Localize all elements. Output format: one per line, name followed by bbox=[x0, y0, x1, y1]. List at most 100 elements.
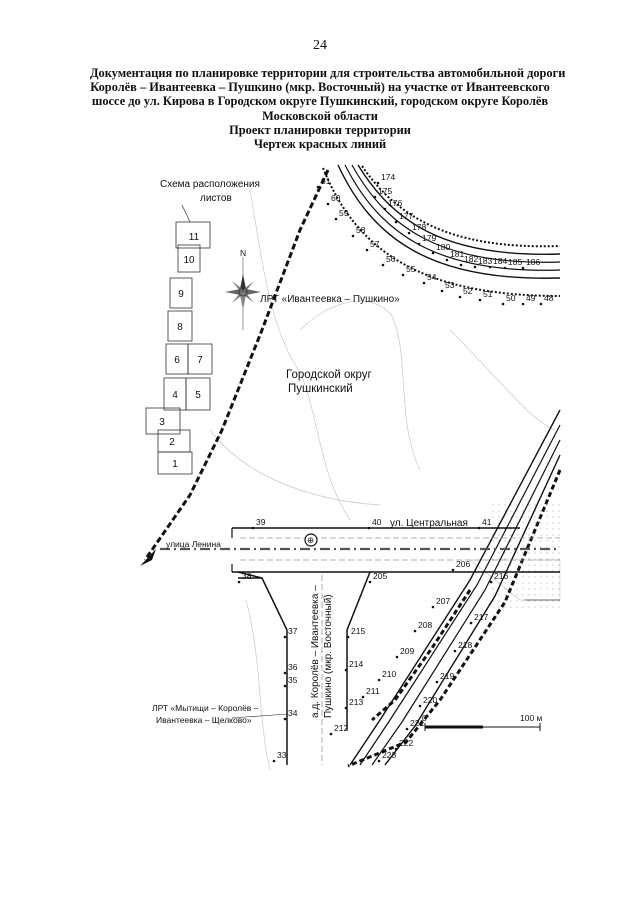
survey-point-marker bbox=[458, 295, 462, 299]
sheet-layout-scheme: Схема расположения листов 11 10 9 8 6 7 … bbox=[145, 179, 260, 475]
survey-point-marker bbox=[251, 526, 255, 530]
point-number: 58 bbox=[356, 225, 366, 235]
point-number: 35 bbox=[288, 675, 298, 685]
header-line: Чертеж красных линий bbox=[253, 137, 387, 152]
point-number: 179 bbox=[422, 233, 436, 243]
point-number: 50 bbox=[506, 293, 516, 303]
survey-point-marker bbox=[473, 265, 477, 269]
lrt-label: Ивантеевка – Щелково» bbox=[156, 715, 252, 725]
sheet-label: 10 bbox=[183, 255, 195, 266]
point-number: 209 bbox=[400, 646, 414, 656]
point-number: 207 bbox=[436, 596, 450, 606]
survey-point-marker bbox=[477, 526, 481, 530]
point-number: 213 bbox=[349, 697, 363, 707]
point-number: 216 bbox=[494, 571, 508, 581]
point-number: 208 bbox=[418, 620, 432, 630]
survey-point-marker bbox=[521, 302, 525, 306]
point-number: 183 bbox=[478, 256, 492, 266]
street-label: ул. Центральная bbox=[390, 518, 468, 529]
point-number: 221 bbox=[410, 718, 424, 728]
road-label: Пушкино (мкр. Восточный) bbox=[323, 594, 334, 718]
sheet-label: 2 bbox=[169, 437, 175, 448]
sheet-label: 11 bbox=[189, 232, 200, 243]
survey-point-marker bbox=[453, 649, 457, 653]
survey-point-marker bbox=[445, 258, 449, 262]
survey-point-marker bbox=[283, 635, 287, 639]
road-label: а.д. Королёв – Ивантеевка – bbox=[310, 585, 321, 718]
survey-point-marker bbox=[459, 263, 463, 267]
survey-point-marker bbox=[488, 265, 492, 269]
point-number: 36 bbox=[288, 662, 298, 672]
point-number: 214 bbox=[349, 659, 363, 669]
survey-point-marker bbox=[373, 195, 377, 199]
point-number: 54 bbox=[427, 272, 437, 282]
survey-point-marker bbox=[407, 231, 411, 235]
survey-point-marker bbox=[418, 704, 422, 708]
survey-point-marker bbox=[329, 732, 333, 736]
survey-point-marker bbox=[283, 717, 287, 721]
point-number: 48 bbox=[544, 293, 554, 303]
sheet-label: 4 bbox=[172, 390, 178, 401]
sheet-label: 8 bbox=[177, 322, 183, 333]
survey-point-marker bbox=[478, 298, 482, 302]
lrt-label: ЛРТ «Ивантеевка – Пушкино» bbox=[260, 294, 400, 305]
point-number: 60 bbox=[331, 193, 341, 203]
point-number: 174 bbox=[381, 172, 395, 182]
point-number: 176 bbox=[388, 198, 402, 208]
survey-point-marker bbox=[422, 281, 426, 285]
point-number: 61 bbox=[321, 176, 331, 186]
sheet-label: 3 bbox=[159, 417, 165, 428]
point-number: 33 bbox=[277, 750, 287, 760]
sheet-label: 9 bbox=[178, 289, 184, 300]
survey-point-marker bbox=[383, 207, 387, 211]
point-number: 218 bbox=[458, 640, 472, 650]
survey-point-marker bbox=[395, 655, 399, 659]
header-line: Документация по планировке территории дл… bbox=[90, 66, 566, 80]
survey-point-marker bbox=[521, 266, 525, 270]
survey-point-marker bbox=[377, 678, 381, 682]
survey-point-marker bbox=[489, 580, 493, 584]
survey-point-marker bbox=[326, 202, 330, 206]
point-number: 57 bbox=[370, 239, 380, 249]
survey-point-marker bbox=[431, 251, 435, 255]
survey-point-marker bbox=[344, 706, 348, 710]
railway-diagonal bbox=[143, 169, 330, 561]
scale-bar: 0 100 м bbox=[422, 713, 543, 731]
survey-point-marker bbox=[346, 635, 350, 639]
compass-rose-icon: N bbox=[225, 248, 261, 330]
scheme-title: листов bbox=[200, 193, 232, 204]
terrain-outlines bbox=[209, 189, 561, 771]
lrt-label: ЛРТ «Мытищи – Королёв – bbox=[152, 703, 259, 713]
survey-point-marker bbox=[351, 234, 355, 238]
header-line: Проект планировки территории bbox=[229, 122, 411, 137]
point-number: 184 bbox=[493, 256, 507, 266]
bus-stop-icon: ⊕ bbox=[307, 535, 314, 545]
survey-point-marker bbox=[283, 684, 287, 688]
point-number: 41 bbox=[482, 517, 492, 527]
district-label: Городской округ bbox=[286, 369, 372, 381]
point-number: 220 bbox=[423, 695, 437, 705]
survey-point-marker bbox=[401, 273, 405, 277]
point-number: 59 bbox=[339, 208, 349, 218]
header-line: Королёв – Ивантеевка – Пушкино (мкр. Вос… bbox=[90, 80, 550, 95]
point-number: 205 bbox=[373, 571, 387, 581]
point-number: 37 bbox=[288, 626, 298, 636]
survey-point-marker bbox=[469, 621, 473, 625]
document-header: Документация по планировке территории дл… bbox=[90, 66, 566, 152]
survey-point-marker bbox=[381, 263, 385, 267]
header-line: Московской области bbox=[262, 108, 378, 123]
sheet-label: 7 bbox=[197, 355, 203, 366]
point-number: 223 bbox=[382, 750, 396, 760]
survey-point-marker bbox=[237, 580, 241, 584]
survey-point-marker bbox=[368, 580, 372, 584]
survey-point-marker bbox=[417, 242, 421, 246]
point-number: 212 bbox=[334, 723, 348, 733]
scale-zero: 0 bbox=[422, 713, 427, 723]
survey-point-marker bbox=[501, 302, 505, 306]
north-label: N bbox=[240, 248, 246, 258]
survey-point-marker bbox=[377, 759, 381, 763]
point-number: 180 bbox=[436, 242, 450, 252]
point-number: 182 bbox=[464, 254, 478, 264]
sheet-label: 5 bbox=[195, 390, 201, 401]
point-number: 39 bbox=[256, 517, 266, 527]
